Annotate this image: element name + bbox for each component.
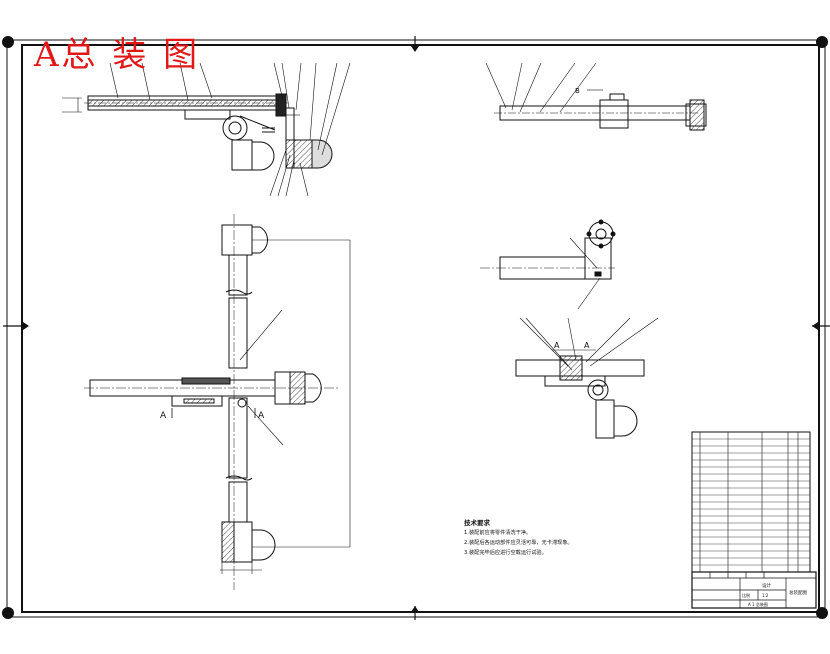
corner-marks (2, 36, 828, 619)
title-block-sheet-label: A 1 总装图 (748, 601, 768, 607)
view-b-label: B (575, 87, 580, 95)
top-left-dimensions (62, 97, 300, 116)
title-block-design-label: 设计 (762, 582, 771, 589)
section-aa-view (515, 317, 659, 439)
drawing-title: A总 装 图 (34, 35, 201, 75)
section-a-mark-1: A (554, 341, 560, 350)
top-left-leaders (109, 62, 351, 197)
technical-note-line: 1.装配前应将零件清洗干净。 (464, 530, 532, 537)
section-a-left-label: A (160, 411, 167, 421)
title-block (691, 571, 817, 609)
title-block-scale-label: 比例 (742, 592, 750, 598)
top-left-arm-view (84, 93, 333, 171)
title-block-drawing-name: 总装配图 (789, 589, 807, 596)
technical-notes: 技术要求 1.装配前应将零件清洗干净。 2.装配后各运动部件应灵活可靠，无卡滞现… (464, 517, 573, 559)
plan-view (84, 214, 351, 590)
technical-note-line: 2.装配后各运动部件应灵活可靠，无卡滞现象。 (464, 540, 573, 547)
title-block-scale: 1:2 (762, 593, 769, 598)
technical-note-line: 3.装配完毕后应进行空载运行试验。 (464, 550, 547, 557)
parts-list-rows (692, 438, 810, 566)
section-a-mark-2: A (584, 341, 590, 350)
detail-view (480, 219, 616, 310)
sheet-frame (6, 39, 826, 618)
technical-notes-heading: 技术要求 (464, 519, 490, 527)
section-a-right-label: A (258, 411, 265, 421)
top-right-view (485, 62, 707, 131)
